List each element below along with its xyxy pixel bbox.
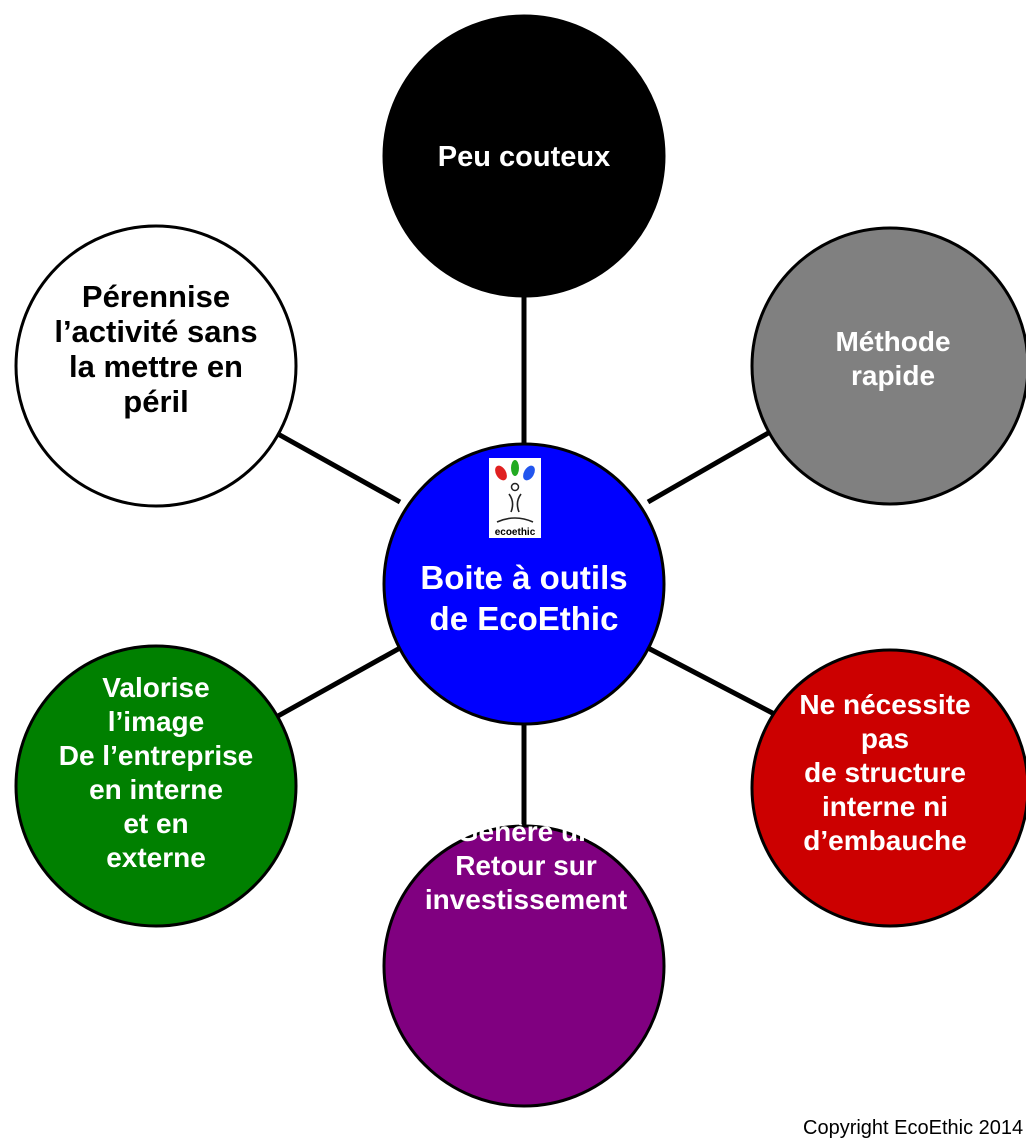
node-cost-circle bbox=[382, 14, 666, 298]
node-sustain-line-3: la mettre en bbox=[69, 349, 243, 384]
logo-ground bbox=[496, 517, 534, 523]
node-sustain-line-1: Pérennise bbox=[82, 279, 230, 314]
node-no-hire-line-3: de structure bbox=[804, 757, 966, 788]
center-circle bbox=[382, 442, 666, 726]
logo-leaf-blue bbox=[523, 465, 535, 481]
logo-leaf-green bbox=[511, 460, 519, 476]
node-fast-line-1: Méthode bbox=[835, 326, 950, 357]
center-label: Boite à outils de EcoEthic bbox=[420, 559, 627, 637]
node-no-hire-line-5: d’embauche bbox=[803, 825, 966, 856]
node-roi-circle bbox=[382, 824, 666, 1108]
node-image-circle bbox=[14, 644, 298, 928]
node-no-hire-line-2: pas bbox=[861, 723, 909, 754]
ecoethic-logo: ecoethic bbox=[489, 458, 541, 538]
node-sustain-line-2: l’activité sans bbox=[54, 314, 257, 349]
node-no-hire-line-1: Ne nécessite bbox=[799, 689, 970, 720]
logo-head bbox=[510, 482, 520, 492]
connectors bbox=[276, 292, 784, 830]
node-fast-line-2: rapide bbox=[851, 360, 935, 391]
center-line-2: de EcoEthic bbox=[430, 600, 619, 637]
connector-no-hire bbox=[646, 645, 784, 721]
connector-sustain bbox=[276, 431, 402, 505]
node-no-hire-line-4: interne ni bbox=[822, 791, 948, 822]
logo-leaf-red bbox=[495, 465, 507, 481]
node-sustain-line-4: péril bbox=[123, 384, 188, 419]
node-roi-line-1: Génère un bbox=[457, 816, 595, 847]
logo-figure bbox=[508, 493, 522, 513]
copyright-notice: Copyright EcoEthic 2014 bbox=[803, 1117, 1024, 1139]
node-image-line-4: en interne bbox=[89, 774, 223, 805]
node-cost-label: Peu couteux bbox=[438, 141, 610, 173]
connector-fast bbox=[646, 429, 772, 505]
node-sustain-circle bbox=[14, 224, 298, 508]
node-fast-circle bbox=[750, 226, 1026, 506]
node-roi-line-3: investissement bbox=[425, 884, 627, 915]
connector-image bbox=[276, 645, 402, 719]
node-image-line-1: Valorise bbox=[102, 672, 209, 703]
node-no-hire-circle bbox=[750, 648, 1026, 928]
node-image-line-2: l’image bbox=[108, 706, 204, 737]
node-image-line-3: De l’entreprise bbox=[59, 740, 254, 771]
node-image-line-6: externe bbox=[106, 842, 206, 873]
node-cost-line-1: Peu couteux bbox=[438, 141, 610, 173]
node-image-line-5: et en bbox=[123, 808, 188, 839]
logo-text: ecoethic bbox=[495, 527, 536, 538]
center-line-1: Boite à outils bbox=[420, 559, 627, 596]
node-roi-line-2: Retour sur bbox=[455, 850, 597, 881]
